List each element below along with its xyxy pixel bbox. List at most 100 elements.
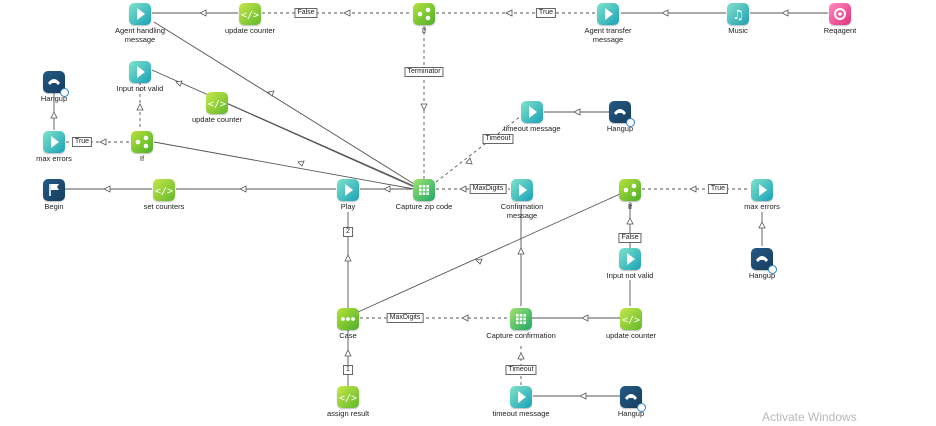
node-agent-transfer-message[interactable]: Agent transfer message bbox=[573, 3, 643, 44]
svg-text:</>: </> bbox=[622, 315, 640, 326]
node-music[interactable]: ♫ Music bbox=[703, 3, 773, 36]
branch-icon bbox=[131, 131, 153, 153]
node-label: Hangup bbox=[40, 94, 68, 103]
edge-label-timeout: Timeout bbox=[482, 134, 514, 144]
node-label: Reqagent bbox=[823, 26, 857, 35]
node-label: update counter bbox=[191, 115, 243, 124]
flag-icon bbox=[43, 179, 65, 201]
node-input-not-valid[interactable]: Input not valid bbox=[105, 61, 175, 94]
edge-label-terminator: Terminator bbox=[404, 67, 444, 77]
node-label: Hangup bbox=[606, 124, 634, 133]
node-hangup[interactable]: Hangup bbox=[596, 386, 666, 419]
node-timeout-message[interactable]: timeout message bbox=[497, 101, 567, 134]
node-case[interactable]: Case bbox=[313, 308, 383, 341]
node-label: Capture confirmation bbox=[486, 331, 556, 340]
node-if[interactable]: If bbox=[389, 3, 459, 36]
code-icon: </> bbox=[239, 3, 261, 25]
node-play[interactable]: Play bbox=[313, 179, 383, 212]
node-if[interactable]: If bbox=[107, 131, 177, 164]
play-icon bbox=[337, 179, 359, 201]
edge-label-maxdigits: MaxDigits bbox=[469, 184, 507, 194]
node-label: Confirmation message bbox=[500, 202, 544, 220]
case-icon bbox=[337, 308, 359, 330]
node-capture-zip-code[interactable]: Capture zip code bbox=[389, 179, 459, 212]
node-assign-result[interactable]: </> assign result bbox=[313, 386, 383, 419]
edge-label-true: True bbox=[535, 8, 557, 18]
node-label: Hangup bbox=[748, 271, 776, 280]
node-confirmation-message[interactable]: Confirmation message bbox=[487, 179, 557, 220]
node-label: Hangup bbox=[617, 409, 645, 418]
headset-icon bbox=[829, 3, 851, 25]
node-label: timeout message bbox=[492, 409, 550, 418]
node-label: Input not valid bbox=[116, 84, 164, 93]
music-icon: ♫ bbox=[727, 3, 749, 25]
play-icon bbox=[129, 61, 151, 83]
node-hangup[interactable]: Hangup bbox=[585, 101, 655, 134]
node-max-errors[interactable]: max errors bbox=[727, 179, 797, 212]
node-update-counter[interactable]: </> update counter bbox=[215, 3, 285, 36]
play-icon bbox=[511, 179, 533, 201]
phone-icon bbox=[43, 71, 69, 97]
phone-icon bbox=[609, 101, 635, 127]
node-label: assign result bbox=[326, 409, 370, 418]
play-icon bbox=[521, 101, 543, 123]
phone-icon bbox=[751, 248, 777, 274]
grid-icon bbox=[510, 308, 532, 330]
node-label: If bbox=[139, 154, 145, 163]
play-icon bbox=[43, 131, 65, 153]
node-label: update counter bbox=[224, 26, 276, 35]
play-icon bbox=[597, 3, 619, 25]
node-label: max errors bbox=[36, 154, 72, 163]
edge-label-case-2: 2 bbox=[343, 227, 353, 237]
edge-label-timeout: Timeout bbox=[505, 365, 537, 375]
node-hangup[interactable]: Hangup bbox=[727, 248, 797, 281]
svg-text:</>: </> bbox=[155, 186, 173, 197]
edge-label-true: True bbox=[71, 137, 93, 147]
node-label: Play bbox=[340, 202, 356, 211]
node-label: max errors bbox=[744, 202, 780, 211]
edge-label-false: False bbox=[618, 233, 642, 243]
node-label: Music bbox=[728, 26, 748, 35]
node-timeout-message[interactable]: timeout message bbox=[486, 386, 556, 419]
phone-icon bbox=[620, 386, 646, 412]
branch-icon bbox=[413, 3, 435, 25]
node-label: Agent handling message bbox=[114, 26, 166, 44]
node-update-counter[interactable]: </> update counter bbox=[596, 308, 666, 341]
node-label: If bbox=[627, 202, 633, 211]
svg-text:</>: </> bbox=[208, 99, 226, 110]
svg-text:</>: </> bbox=[339, 393, 357, 404]
node-begin[interactable]: Begin bbox=[19, 179, 89, 212]
grid-icon bbox=[413, 179, 435, 201]
node-update-counter[interactable]: </> update counter bbox=[182, 92, 252, 125]
edge-label-true: True bbox=[707, 184, 729, 194]
play-icon bbox=[619, 248, 641, 270]
node-set-counters[interactable]: </> set counters bbox=[129, 179, 199, 212]
node-capture-confirmation[interactable]: Capture confirmation bbox=[486, 308, 556, 341]
node-label: update counter bbox=[605, 331, 657, 340]
branch-icon bbox=[619, 179, 641, 201]
node-label: timeout message bbox=[503, 124, 561, 133]
node-label: Begin bbox=[44, 202, 64, 211]
edge-label-case-1: 1 bbox=[343, 365, 353, 375]
edge-label-maxdigits: MaxDigits bbox=[386, 313, 424, 323]
edge-label-false: False bbox=[294, 8, 318, 18]
code-icon: </> bbox=[153, 179, 175, 201]
node-label: Capture zip code bbox=[395, 202, 453, 211]
node-input-not-valid[interactable]: Input not valid bbox=[595, 248, 665, 281]
code-icon: </> bbox=[206, 92, 228, 114]
node-hangup[interactable]: Hangup bbox=[19, 71, 89, 104]
node-reqagent[interactable]: Reqagent bbox=[805, 3, 875, 36]
node-max-errors[interactable]: max errors bbox=[19, 131, 89, 164]
node-agent-handling-message[interactable]: Agent handling message bbox=[105, 3, 175, 44]
play-icon bbox=[510, 386, 532, 408]
play-icon bbox=[751, 179, 773, 201]
svg-text:</>: </> bbox=[241, 10, 259, 21]
node-label: set counters bbox=[143, 202, 185, 211]
node-label: Input not valid bbox=[606, 271, 654, 280]
node-if[interactable]: If bbox=[595, 179, 665, 212]
windows-activation-watermark: Activate Windows bbox=[762, 410, 857, 424]
svg-text:♫: ♫ bbox=[732, 8, 744, 23]
node-label: Case bbox=[339, 331, 357, 340]
code-icon: </> bbox=[337, 386, 359, 408]
